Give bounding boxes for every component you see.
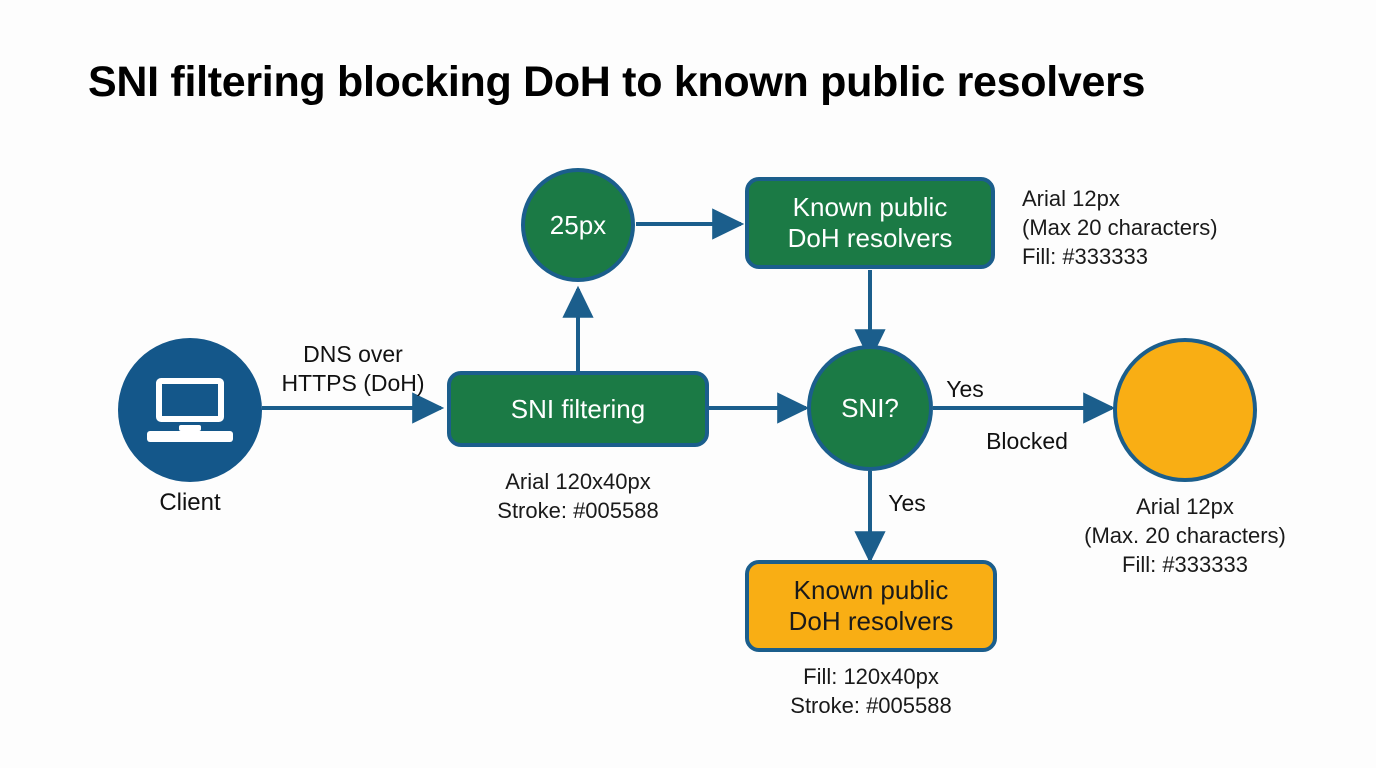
node-known-resolvers-green-line1: Known public: [792, 192, 948, 223]
node-blocked-circle[interactable]: [1113, 338, 1257, 482]
node-sni-decision-label: SNI?: [841, 392, 899, 423]
node-sni-decision[interactable]: SNI?: [807, 345, 933, 471]
caption-known-resolvers-orange: Fill: 120x40px Stroke: #005588: [790, 664, 952, 719]
edge-label-blocked: Blocked: [986, 428, 1068, 454]
node-size-circle[interactable]: 25px: [521, 168, 635, 282]
edge-label-yes-down: Yes: [888, 490, 926, 516]
node-client[interactable]: [118, 338, 262, 482]
node-known-resolvers-green-line2: DoH resolvers: [787, 223, 953, 253]
edge-label-yes-right: Yes: [946, 376, 984, 402]
laptop-trackpad: [179, 425, 201, 431]
laptop-screen: [156, 378, 224, 422]
node-size-circle-label: 25px: [549, 209, 607, 240]
caption-known-resolvers-green: Arial 12px (Max 20 characters) Fill: #33…: [1022, 186, 1218, 270]
laptop-base: [147, 431, 233, 442]
page-title: SNI filtering blocking DoH to known publ…: [88, 58, 1146, 106]
node-known-resolvers-green[interactable]: Known public DoH resolvers: [745, 177, 995, 269]
edge-label-client-to-filter: DNS over HTTPS (DoH): [281, 341, 425, 396]
node-sni-filtering-label: SNI filtering: [510, 393, 646, 424]
caption-blocked-circle: Arial 12px (Max. 20 characters) Fill: #3…: [1084, 494, 1286, 578]
caption-sni-filtering: Arial 120x40px Stroke: #005588: [497, 469, 659, 524]
node-known-resolvers-orange-line1: Known public: [793, 575, 949, 606]
node-known-resolvers-orange-line2: DoH resolvers: [788, 606, 954, 636]
laptop-icon: [147, 378, 233, 442]
node-client-label: Client: [159, 489, 221, 516]
node-sni-filtering[interactable]: SNI filtering: [447, 371, 709, 447]
node-known-resolvers-orange[interactable]: Known public DoH resolvers: [745, 560, 997, 652]
